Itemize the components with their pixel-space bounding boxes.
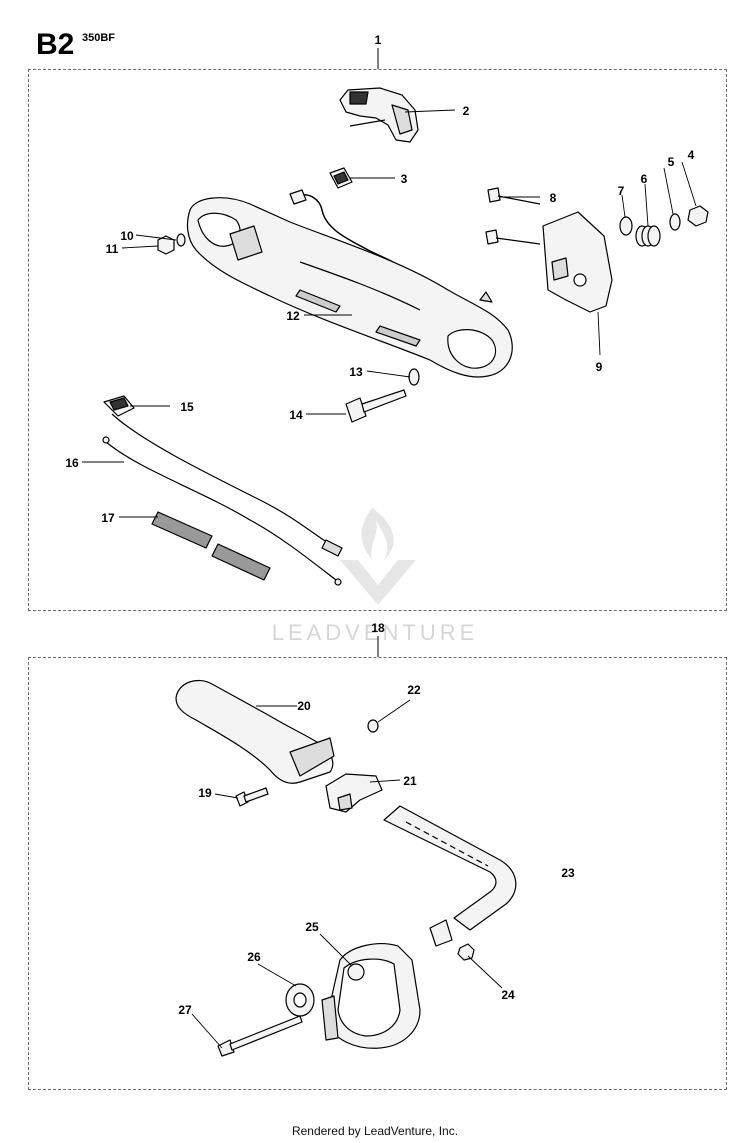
part-27-bolt [217, 1015, 303, 1057]
part-23-loop-handle [383, 805, 517, 931]
part-24-nut [457, 943, 475, 961]
callout-14: 14 [289, 408, 303, 422]
part-6-spring [635, 225, 661, 247]
callout-numbers: 2 3 4 5 6 7 8 9 10 11 12 13 14 15 16 17 … [65, 104, 694, 1017]
part-25-clamp-ring [321, 919, 453, 1049]
callout-25: 25 [305, 920, 319, 934]
callout-23: 23 [561, 866, 575, 880]
part-12-handle-arm [186, 197, 513, 378]
callout-10: 10 [120, 229, 134, 243]
group-number-1: 1 [375, 33, 382, 47]
callout-11: 11 [106, 242, 119, 256]
part-9-bracket [542, 211, 613, 313]
part-2-switch-housing [339, 87, 419, 143]
callout-9: 9 [596, 360, 603, 374]
part-16-cables [102, 413, 343, 586]
leader-lines [82, 109, 697, 1049]
callout-16: 16 [65, 456, 79, 470]
part-22-washer [367, 719, 379, 733]
footer-credit: Rendered by LeadVenture, Inc. [291, 1124, 459, 1138]
part-7-washer [619, 216, 633, 236]
watermark-v-icon [340, 560, 416, 605]
section-code: B2 [36, 28, 75, 61]
part-11-nut [157, 235, 175, 255]
group-frame-18 [28, 657, 727, 1090]
callout-2: 2 [463, 104, 470, 118]
part-10-washer [176, 233, 186, 247]
part-15-connector [103, 395, 135, 417]
callout-8: 8 [550, 191, 557, 205]
part-5-washer [669, 213, 681, 231]
callout-17: 17 [101, 511, 115, 525]
watermark-flame-icon [361, 508, 394, 560]
part-13-washer [408, 368, 420, 386]
part-26-knob [285, 983, 315, 1017]
part-17-springs [151, 511, 271, 581]
callout-6: 6 [641, 172, 648, 186]
part-3-connector [329, 167, 353, 189]
callout-26: 26 [247, 950, 261, 964]
group-frame-1 [28, 69, 727, 611]
callout-5: 5 [668, 155, 675, 169]
callout-3: 3 [401, 172, 408, 186]
callout-7: 7 [618, 184, 625, 198]
part-20-grip [175, 679, 335, 784]
watermark: LEADVENTURE [272, 508, 479, 645]
callout-15: 15 [180, 400, 194, 414]
part-4-nut [687, 205, 709, 227]
callout-12: 12 [286, 309, 300, 323]
group-number-18: 18 [371, 621, 385, 635]
callout-21: 21 [403, 774, 417, 788]
callout-22: 22 [407, 683, 421, 697]
callout-19: 19 [198, 786, 212, 800]
callout-24: 24 [501, 988, 515, 1002]
model-code: 350BF [82, 32, 116, 44]
part-19-screw [235, 787, 269, 807]
part-14-screw [345, 389, 407, 423]
callout-27: 27 [178, 1003, 192, 1017]
watermark-text: LEADVENTURE [272, 620, 479, 645]
callout-20: 20 [297, 699, 311, 713]
callout-4: 4 [688, 148, 695, 162]
callout-13: 13 [349, 365, 363, 379]
part-8-bolts [485, 187, 541, 245]
part-21-clamp [325, 773, 383, 813]
